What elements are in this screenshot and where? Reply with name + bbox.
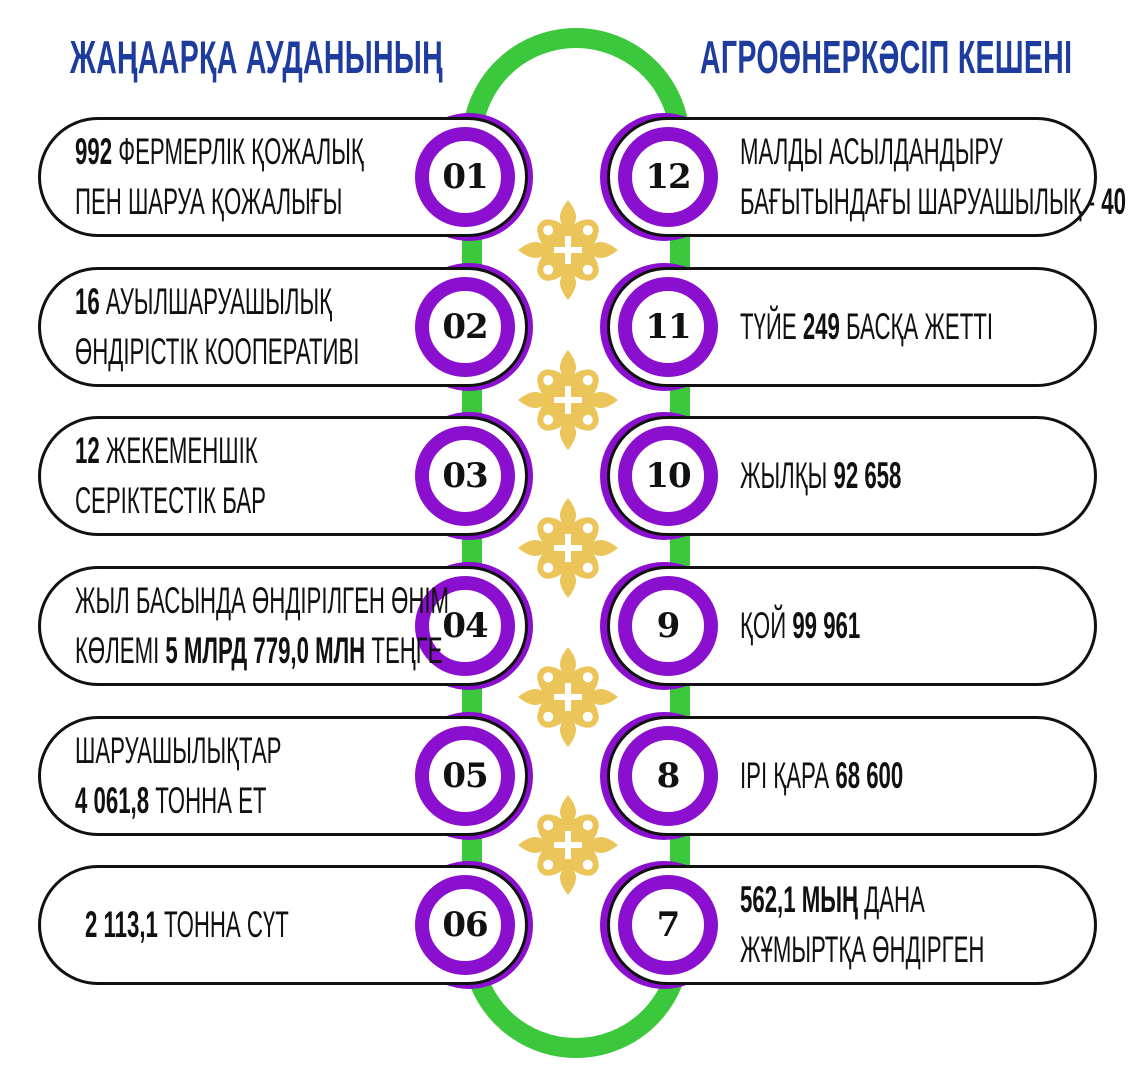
right-item-text: МАЛДЫ АСЫЛДАНДЫРУ БАҒЫТЫНДАҒЫ ШАРУАШЫЛЫҚ … <box>740 127 1126 227</box>
right-item-text: ІРІ ҚАРА 68 600 <box>740 751 903 801</box>
text-segment: АУЫЛШАРУАШЫЛЫҚ <box>105 281 333 322</box>
left-title: ЖАҢААРҚА АУДАНЫНЫҢ <box>70 31 444 83</box>
item-number: 9 <box>656 606 681 646</box>
left-item-number-badge: 04 <box>415 576 515 676</box>
right-item-number-badge: 7 <box>618 875 718 975</box>
text-segment: 68 600 <box>835 755 904 796</box>
text-line: ЖҰМЫРТҚА ӨНДІРГЕН <box>740 925 984 975</box>
text-segment: СЕРІКТЕСТІК БАР <box>75 480 266 521</box>
text-line: ЖЫЛҚЫ 92 658 <box>740 451 901 501</box>
left-item-number-badge: 01 <box>415 127 515 227</box>
ornament-icon <box>518 795 618 895</box>
left-item-text: 2 113,1 ТОННА СҮТ <box>85 900 289 950</box>
ornament-icon <box>518 498 618 598</box>
left-item-number-badge: 03 <box>415 426 515 526</box>
item-number: 06 <box>442 905 488 945</box>
item-number: 8 <box>656 756 681 796</box>
text-segment: ПЕН ШАРУА ҚОЖАЛЫҒЫ <box>75 181 343 222</box>
text-line: ӨНДІРІСТІК КООПЕРАТИВІ <box>75 327 359 377</box>
right-title: АГРОӨНЕРКӘСІП КЕШЕНІ <box>700 31 1073 83</box>
right-item-number-badge: 11 <box>618 277 718 377</box>
text-segment: ІРІ ҚАРА <box>740 755 836 796</box>
item-number: 01 <box>442 157 488 197</box>
right-item-number-badge: 8 <box>618 726 718 826</box>
text-segment: 12 <box>75 430 106 471</box>
text-segment: ТҮЙЕ <box>740 306 803 347</box>
item-number: 7 <box>656 905 681 945</box>
left-item-number-badge: 02 <box>415 277 515 377</box>
right-item-number-badge: 9 <box>618 576 718 676</box>
text-segment: 40 <box>1101 181 1126 222</box>
ornament-icon <box>518 200 618 300</box>
text-segment: ТОННА СҮТ <box>164 904 289 945</box>
text-segment: 562,1 МЫҢ <box>740 879 865 920</box>
text-line: 4 061,8 ТОННА ЕТ <box>75 776 281 826</box>
left-item-number-badge: 05 <box>415 726 515 826</box>
text-segment: ЖЫЛ БАСЫНДА ӨНДІРІЛГЕН ӨНІМ <box>75 580 450 621</box>
text-line: 2 113,1 ТОННА СҮТ <box>85 900 289 950</box>
right-item-number-badge: 10 <box>618 426 718 526</box>
left-item-number-badge: 06 <box>415 875 515 975</box>
text-segment: 249 <box>802 306 847 347</box>
text-segment: ДАНА <box>864 879 925 920</box>
text-line: КӨЛЕМІ 5 МЛРД 779,0 МЛН ТЕҢГЕ <box>75 626 449 676</box>
text-segment: ҚОЙ <box>740 605 793 646</box>
text-segment: БАСҚА ЖЕТТІ <box>846 306 993 347</box>
left-item-text: ШАРУАШЫЛЫҚТАР 4 061,8 ТОННА ЕТ <box>75 726 281 826</box>
text-line: 12 ЖЕКЕМЕНШІК <box>75 426 266 476</box>
text-segment: КӨЛЕМІ <box>75 630 166 671</box>
right-item-text: ТҮЙЕ 249 БАСҚА ЖЕТТІ <box>740 302 993 352</box>
text-segment: ЖЕКЕМЕНШІК <box>105 430 258 471</box>
text-segment: 99 961 <box>792 605 861 646</box>
text-segment: ТЕҢГЕ <box>371 630 443 671</box>
item-number: 02 <box>442 307 488 347</box>
item-number: 03 <box>442 456 488 496</box>
text-line: СЕРІКТЕСТІК БАР <box>75 476 266 526</box>
text-segment: ЖҰМЫРТҚА ӨНДІРГЕН <box>740 929 985 970</box>
right-item-number-badge: 12 <box>618 127 718 227</box>
text-segment: ФЕРМЕРЛІК ҚОЖАЛЫҚ <box>118 131 364 172</box>
text-line: БАҒЫТЫНДАҒЫ ШАРУАШЫЛЫҚ - 40 <box>740 177 1126 227</box>
right-item-text: ЖЫЛҚЫ 92 658 <box>740 451 901 501</box>
item-number: 12 <box>645 157 691 197</box>
item-number: 11 <box>645 307 691 347</box>
text-line: ШАРУАШЫЛЫҚТАР <box>75 726 281 776</box>
text-line: ІРІ ҚАРА 68 600 <box>740 751 903 801</box>
text-line: ЖЫЛ БАСЫНДА ӨНДІРІЛГЕН ӨНІМ <box>75 576 449 626</box>
text-segment: 2 113,1 <box>85 904 165 945</box>
text-segment: МАЛДЫ АСЫЛДАНДЫРУ <box>740 131 1003 172</box>
text-segment: БАҒЫТЫНДАҒЫ ШАРУАШЫЛЫҚ - <box>740 181 1102 222</box>
text-segment: ТОННА ЕТ <box>155 780 267 821</box>
right-item-text: ҚОЙ 99 961 <box>740 601 860 651</box>
text-segment: ӨНДІРІСТІК КООПЕРАТИВІ <box>75 331 360 372</box>
item-number: 10 <box>645 456 691 496</box>
text-line: 16 АУЫЛШАРУАШЫЛЫҚ <box>75 277 359 327</box>
text-segment: 992 <box>75 131 119 172</box>
text-segment: 4 061,8 <box>75 780 156 821</box>
text-line: 992 ФЕРМЕРЛІК ҚОЖАЛЫҚ <box>75 127 364 177</box>
text-segment: ШАРУАШЫЛЫҚТАР <box>75 730 282 771</box>
text-line: ПЕН ШАРУА ҚОЖАЛЫҒЫ <box>75 177 364 227</box>
item-number: 05 <box>442 756 488 796</box>
ornament-icon <box>518 647 618 747</box>
text-line: 562,1 МЫҢ ДАНА <box>740 875 984 925</box>
text-line: ҚОЙ 99 961 <box>740 601 860 651</box>
text-segment: 16 <box>75 281 106 322</box>
text-line: МАЛДЫ АСЫЛДАНДЫРУ <box>740 127 1126 177</box>
text-line: ТҮЙЕ 249 БАСҚА ЖЕТТІ <box>740 302 993 352</box>
left-item-text: ЖЫЛ БАСЫНДА ӨНДІРІЛГЕН ӨНІМ КӨЛЕМІ 5 МЛРД… <box>75 576 449 676</box>
item-number: 04 <box>442 606 488 646</box>
text-segment: 5 МЛРД 779,0 МЛН <box>165 630 372 671</box>
text-segment: ЖЫЛҚЫ <box>740 455 834 496</box>
text-segment: 92 658 <box>833 455 902 496</box>
ornament-icon <box>518 350 618 450</box>
